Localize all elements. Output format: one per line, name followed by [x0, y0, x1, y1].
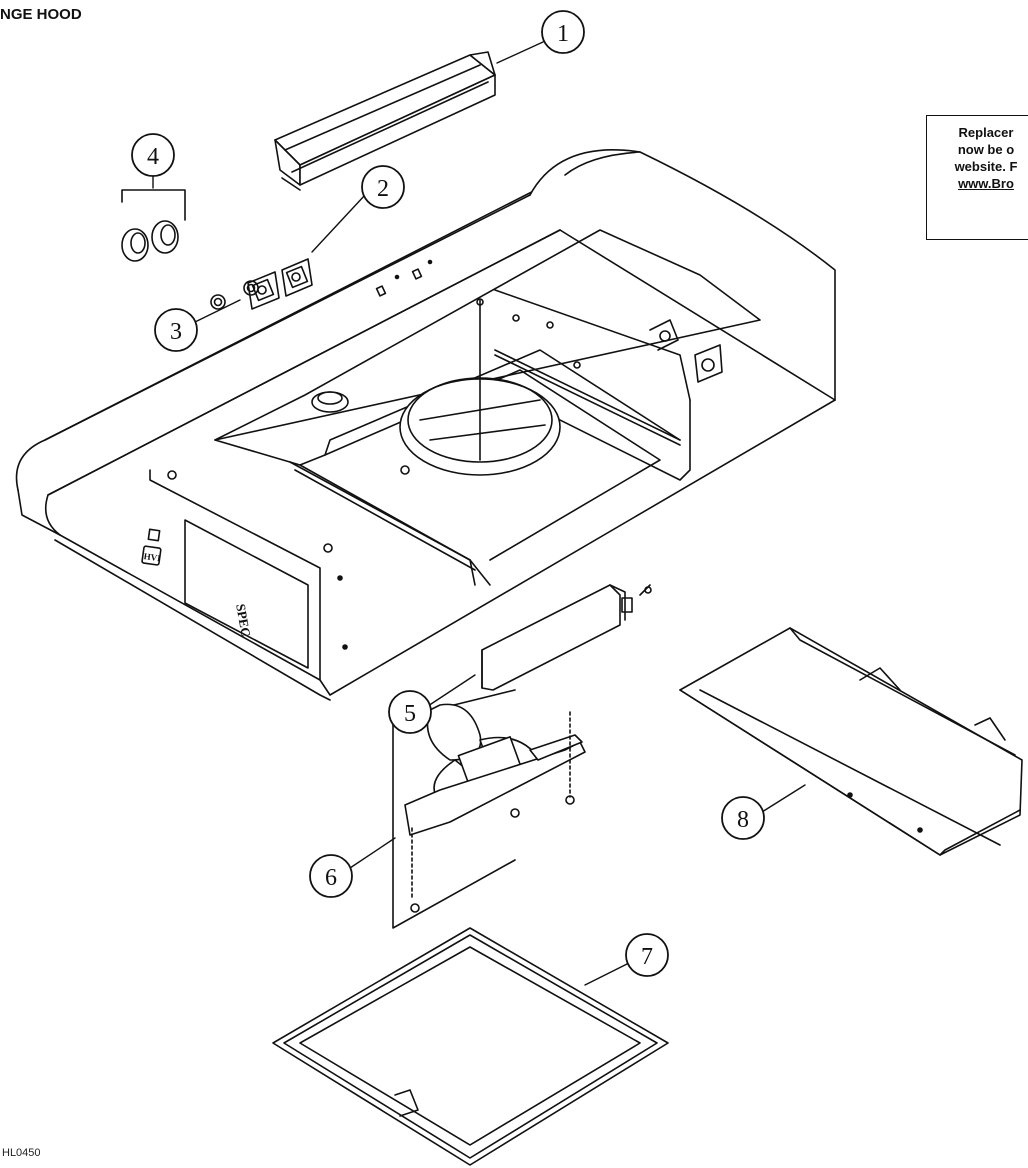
- hood-badge: SPEC: [233, 603, 254, 638]
- notice-line-3: website. F: [954, 159, 1018, 174]
- part-2-switch-and-nut: [243, 258, 313, 297]
- callout-8-circle: [721, 796, 765, 840]
- part-8-cover-plate: [679, 627, 1023, 856]
- notice-website-link[interactable]: www.Bro: [958, 176, 1014, 191]
- callout-leaders: [152, 41, 806, 986]
- part-4-control-knobs: [121, 189, 186, 262]
- part-1-damper-box: [274, 51, 496, 191]
- notice-line-1: Replacer: [958, 125, 1014, 140]
- figure-code: HL0450: [2, 1147, 41, 1159]
- replacement-parts-notice: Replacer now be o website. F www.Bro: [926, 115, 1028, 240]
- hood-logo: HVI: [143, 551, 162, 563]
- diagram-title: NGE HOOD: [0, 6, 82, 23]
- callout-5-circle: [388, 690, 432, 734]
- callout-8-number: 8: [737, 807, 749, 833]
- notice-line-2: now be o: [957, 142, 1015, 157]
- callout-7-number: 7: [641, 944, 653, 970]
- callout-2-number: 2: [377, 176, 389, 202]
- callout-circles: [131, 10, 765, 977]
- callout-4-number: 4: [147, 144, 159, 170]
- range-hood-housing: [15, 149, 836, 701]
- callout-3-number: 3: [170, 319, 182, 345]
- callout-5-number: 5: [404, 701, 416, 727]
- part-7-grease-filter: [272, 927, 669, 1166]
- callout-7-circle: [625, 933, 669, 977]
- callout-4-circle: [131, 133, 175, 177]
- callout-2-circle: [361, 165, 405, 209]
- callout-6-number: 6: [325, 865, 337, 891]
- part-5-light-bracket: [481, 584, 652, 691]
- callout-3-circle: [154, 308, 198, 352]
- callout-6-circle: [309, 854, 353, 898]
- part-6-fan-motor-assembly: [392, 689, 586, 929]
- callout-1-number: 1: [557, 21, 569, 47]
- callout-1-circle: [541, 10, 585, 54]
